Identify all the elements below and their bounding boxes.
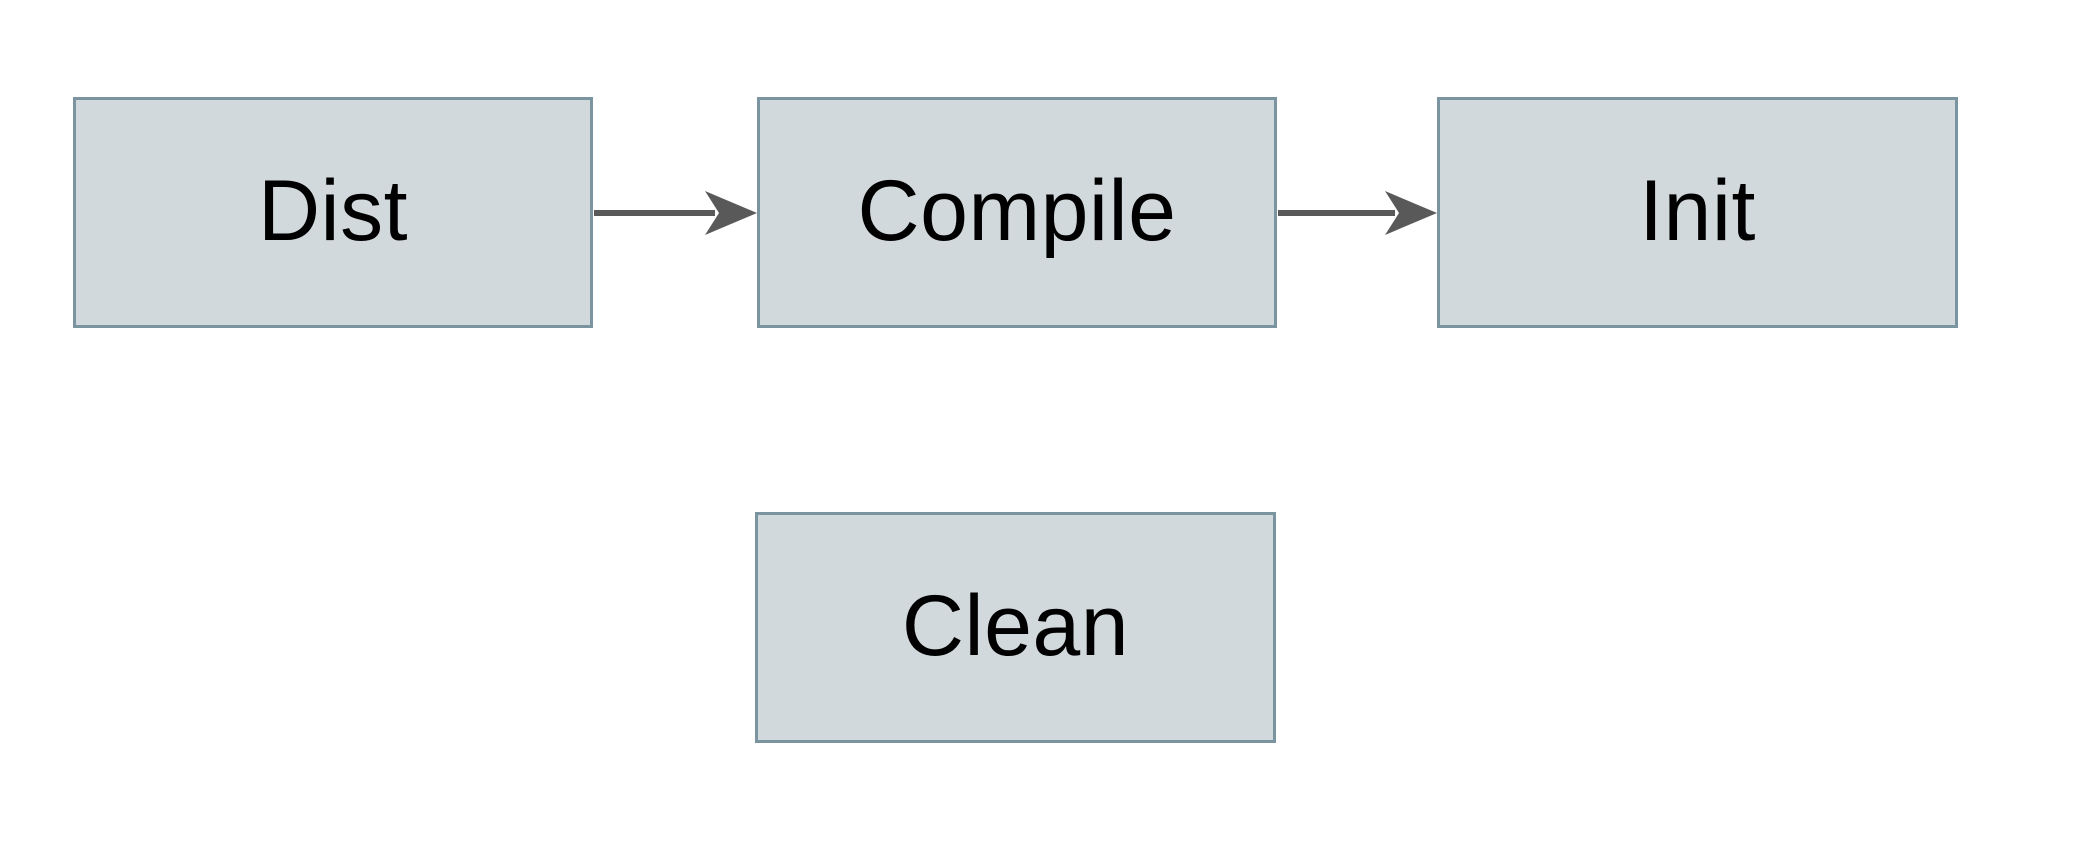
node-dist[interactable]: Dist bbox=[73, 97, 593, 328]
node-clean[interactable]: Clean bbox=[755, 512, 1276, 743]
node-dist-label: Dist bbox=[257, 162, 409, 259]
arrow-compile-to-init bbox=[1278, 191, 1437, 235]
node-init-label: Init bbox=[1639, 162, 1756, 259]
node-compile[interactable]: Compile bbox=[757, 97, 1277, 328]
node-clean-label: Clean bbox=[901, 577, 1130, 674]
node-init[interactable]: Init bbox=[1437, 97, 1958, 328]
node-compile-label: Compile bbox=[857, 162, 1177, 259]
arrow-dist-to-compile bbox=[594, 191, 757, 235]
